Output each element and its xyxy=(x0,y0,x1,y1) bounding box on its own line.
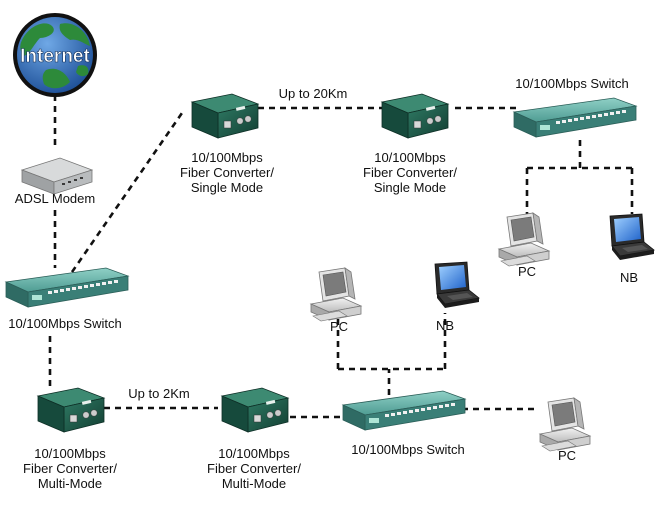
laptop-center-icon xyxy=(434,261,480,309)
converter-sm2-line3: Single Mode xyxy=(373,180,447,195)
converter-sm1-line2: Fiber Converter/ xyxy=(180,165,274,180)
pc-top-right-label: PC xyxy=(517,264,537,279)
switch-top-right-icon xyxy=(513,97,637,138)
pc-bottom-right-label: PC xyxy=(557,448,577,463)
converter-sm2-line2: Fiber Converter/ xyxy=(363,165,457,180)
multi-mode-distance-label: Up to 2Km xyxy=(128,386,190,401)
laptop-top-right-icon xyxy=(609,213,655,261)
converter-sm1-line1: 10/100Mbps xyxy=(191,150,263,165)
converter-multi-mode-1-icon xyxy=(37,387,105,433)
converter-mm2-line2: Fiber Converter/ xyxy=(207,461,301,476)
converter-multi-mode-2-label: 10/100Mbps Fiber Converter/ Multi-Mode xyxy=(194,446,314,491)
converter-single-mode-1-icon xyxy=(191,93,259,139)
converter-single-mode-2-label: 10/100Mbps Fiber Converter/ Single Mode xyxy=(350,150,470,195)
converter-single-mode-1-label: 10/100Mbps Fiber Converter/ Single Mode xyxy=(167,150,287,195)
laptop-center-label: NB xyxy=(435,318,455,333)
network-links xyxy=(48,95,634,419)
pc-center-label: PC xyxy=(329,319,349,334)
converter-mm2-line3: Multi-Mode xyxy=(221,476,287,491)
converter-mm2-line1: 10/100Mbps xyxy=(218,446,290,461)
pc-bottom-right-icon xyxy=(539,397,591,452)
converter-single-mode-2-icon xyxy=(381,93,449,139)
pc-top-right-icon xyxy=(498,212,550,267)
internet-globe-icon xyxy=(13,13,97,97)
converter-mm1-line3: Multi-Mode xyxy=(37,476,103,491)
converter-multi-mode-1-label: 10/100Mbps Fiber Converter/ Multi-Mode xyxy=(10,446,130,491)
laptop-top-right-label: NB xyxy=(619,270,639,285)
switch-left-icon xyxy=(5,267,129,308)
adsl-modem-icon xyxy=(20,157,94,195)
converter-sm2-line1: 10/100Mbps xyxy=(374,150,446,165)
converter-multi-mode-2-icon xyxy=(221,387,289,433)
switch-left-label: 10/100Mbps Switch xyxy=(8,316,122,331)
pc-center-icon xyxy=(310,267,362,322)
converter-sm1-line3: Single Mode xyxy=(190,180,264,195)
internet-label: Internet xyxy=(20,46,90,67)
switch-bottom-center-icon xyxy=(342,390,466,431)
adsl-modem-label: ADSL Modem xyxy=(14,191,96,206)
converter-mm1-line2: Fiber Converter/ xyxy=(23,461,117,476)
converter-mm1-line1: 10/100Mbps xyxy=(34,446,106,461)
single-mode-distance-label: Up to 20Km xyxy=(278,86,348,101)
switch-top-right-label: 10/100Mbps Switch xyxy=(515,76,629,91)
switch-bottom-center-label: 10/100Mbps Switch xyxy=(351,442,465,457)
